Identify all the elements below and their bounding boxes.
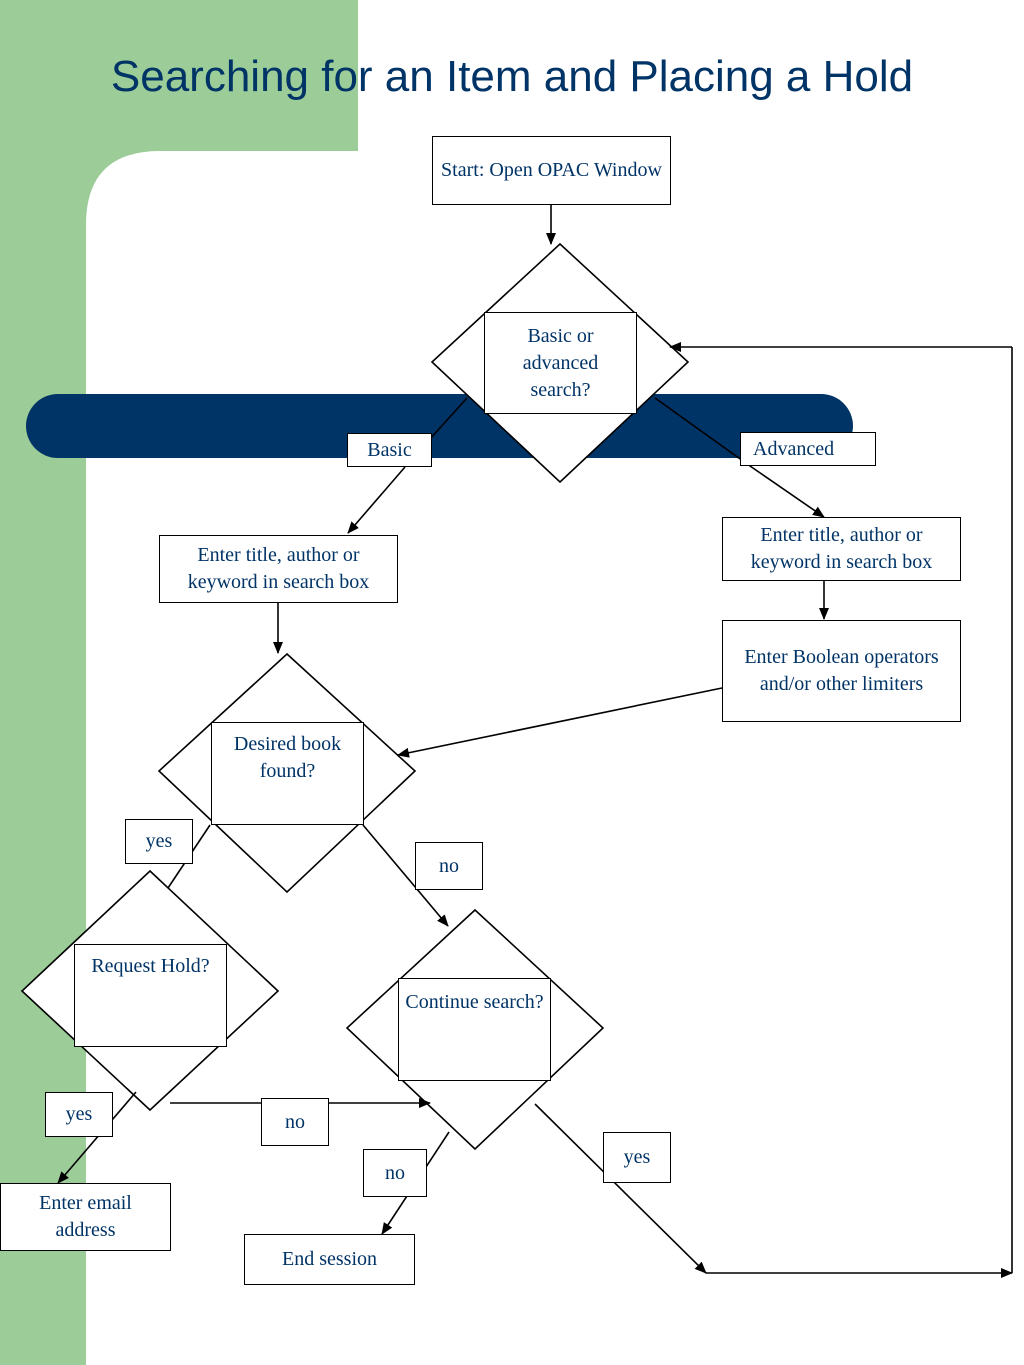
node-start: Start: Open OPAC Window [432,136,671,205]
label-continue-yes: yes [603,1132,671,1183]
node-request-hold: Request Hold? [74,944,227,1047]
node-enter-email: Enter email address [0,1183,171,1251]
line-decision-to-advanced [654,397,751,467]
node-end-session: End session [244,1234,415,1285]
arrow-boolean-to-desired [397,687,723,758]
arrow-hold-yes [57,1091,137,1184]
label-basic: Basic [347,433,432,467]
label-continue-no: no [363,1149,427,1197]
label-hold-no: no [261,1098,329,1146]
node-desired-book: Desired book found? [211,722,364,825]
node-advanced-search-box: Enter title, author or keyword in search… [722,517,961,581]
node-continue-search: Continue search? [398,978,551,1081]
label-hold-yes: yes [45,1092,113,1137]
label-found-yes: yes [125,819,193,864]
page-title: Searching for an Item and Placing a Hold [110,52,914,101]
arrow-desired-no [362,824,449,927]
arrow-basic-to-searchbox [347,466,406,534]
label-advanced: Advanced [740,432,876,466]
arrow-continue-yes [534,1103,707,1274]
label-found-no: no [415,842,483,890]
node-boolean-limiters: Enter Boolean operators and/or other lim… [722,620,961,722]
navy-bar [26,394,853,458]
node-basic-or-advanced: Basic or advanced search? [484,312,637,414]
arrow-advanced-to-searchbox [749,465,825,518]
node-basic-search-box: Enter title, author or keyword in search… [159,535,398,603]
